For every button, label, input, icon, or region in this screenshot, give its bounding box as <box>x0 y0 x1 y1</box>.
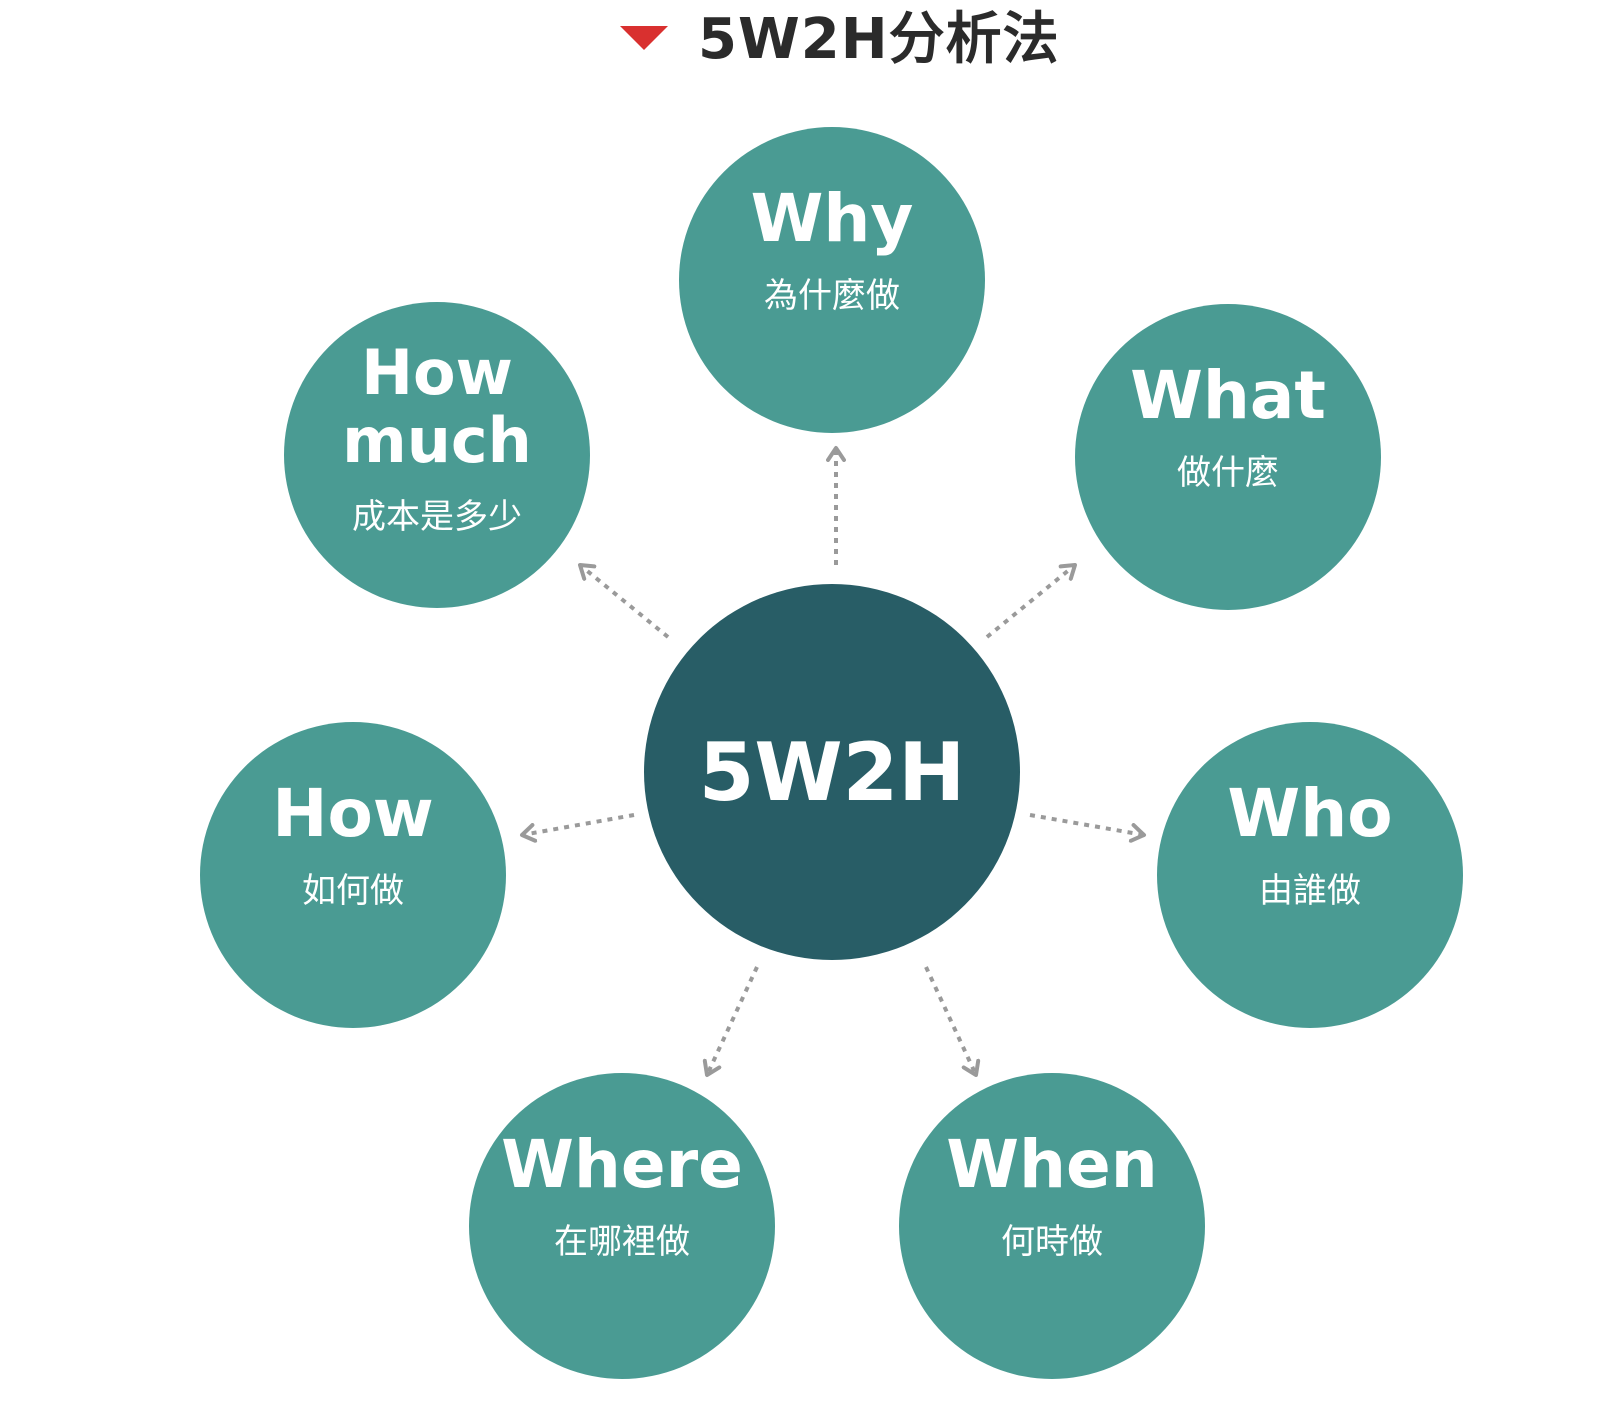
node-title-why: Why <box>751 180 914 257</box>
node-circle-why <box>679 127 985 433</box>
node-title-where: Where <box>501 1126 743 1203</box>
arrow-to-when <box>924 966 981 1077</box>
node-title-how-much-2: much <box>342 404 532 477</box>
node-subtitle-how: 如何做 <box>302 871 404 911</box>
node-subtitle-how-much: 成本是多少 <box>352 497 522 537</box>
node-circle-who <box>1157 722 1463 1028</box>
triangle-down-icon <box>620 26 668 50</box>
node-circle-where <box>469 1073 775 1379</box>
node-title-how-much-1: How <box>361 336 513 409</box>
node-when: When 何時做 <box>899 1073 1205 1379</box>
node-why: Why 為什麼做 <box>679 127 985 433</box>
nodes-group: Why 為什麼做 What 做什麼 Who 由誰做 When 何時做 Where 在哪裡做 How 如… <box>200 127 1463 1379</box>
header: 5W2H分析法 <box>0 0 1622 90</box>
node-circle-what <box>1075 304 1381 610</box>
center-label: 5W2H <box>699 726 966 819</box>
node-circle-how <box>200 722 506 1028</box>
node-circle-when <box>899 1073 1205 1379</box>
node-how: How 如何做 <box>200 722 506 1028</box>
node-subtitle-where: 在哪裡做 <box>554 1222 690 1262</box>
arrow-to-what <box>985 563 1077 639</box>
node-who: Who 由誰做 <box>1157 722 1463 1028</box>
node-title-who: Who <box>1227 775 1392 852</box>
node-circle-how-much <box>284 302 590 608</box>
node-subtitle-what: 做什麼 <box>1177 453 1279 493</box>
center-circle <box>644 584 1020 960</box>
center-node: 5W2H <box>644 584 1020 960</box>
arrow-to-who <box>1029 813 1146 843</box>
node-title-how: How <box>272 775 434 852</box>
page-title: 5W2H分析法 <box>698 7 1060 72</box>
node-subtitle-why: 為什麼做 <box>764 276 900 316</box>
node-subtitle-who: 由誰做 <box>1259 871 1361 911</box>
node-subtitle-when: 何時做 <box>1001 1222 1103 1262</box>
arrow-to-how-much <box>578 563 670 639</box>
arrows-group <box>520 446 1146 1077</box>
arrow-to-where <box>702 966 759 1077</box>
node-title-what: What <box>1130 357 1326 434</box>
node-title-when: When <box>946 1126 1158 1203</box>
node-where: Where 在哪裡做 <box>469 1073 775 1379</box>
node-what: What 做什麼 <box>1075 304 1381 610</box>
arrow-to-how <box>520 813 635 843</box>
